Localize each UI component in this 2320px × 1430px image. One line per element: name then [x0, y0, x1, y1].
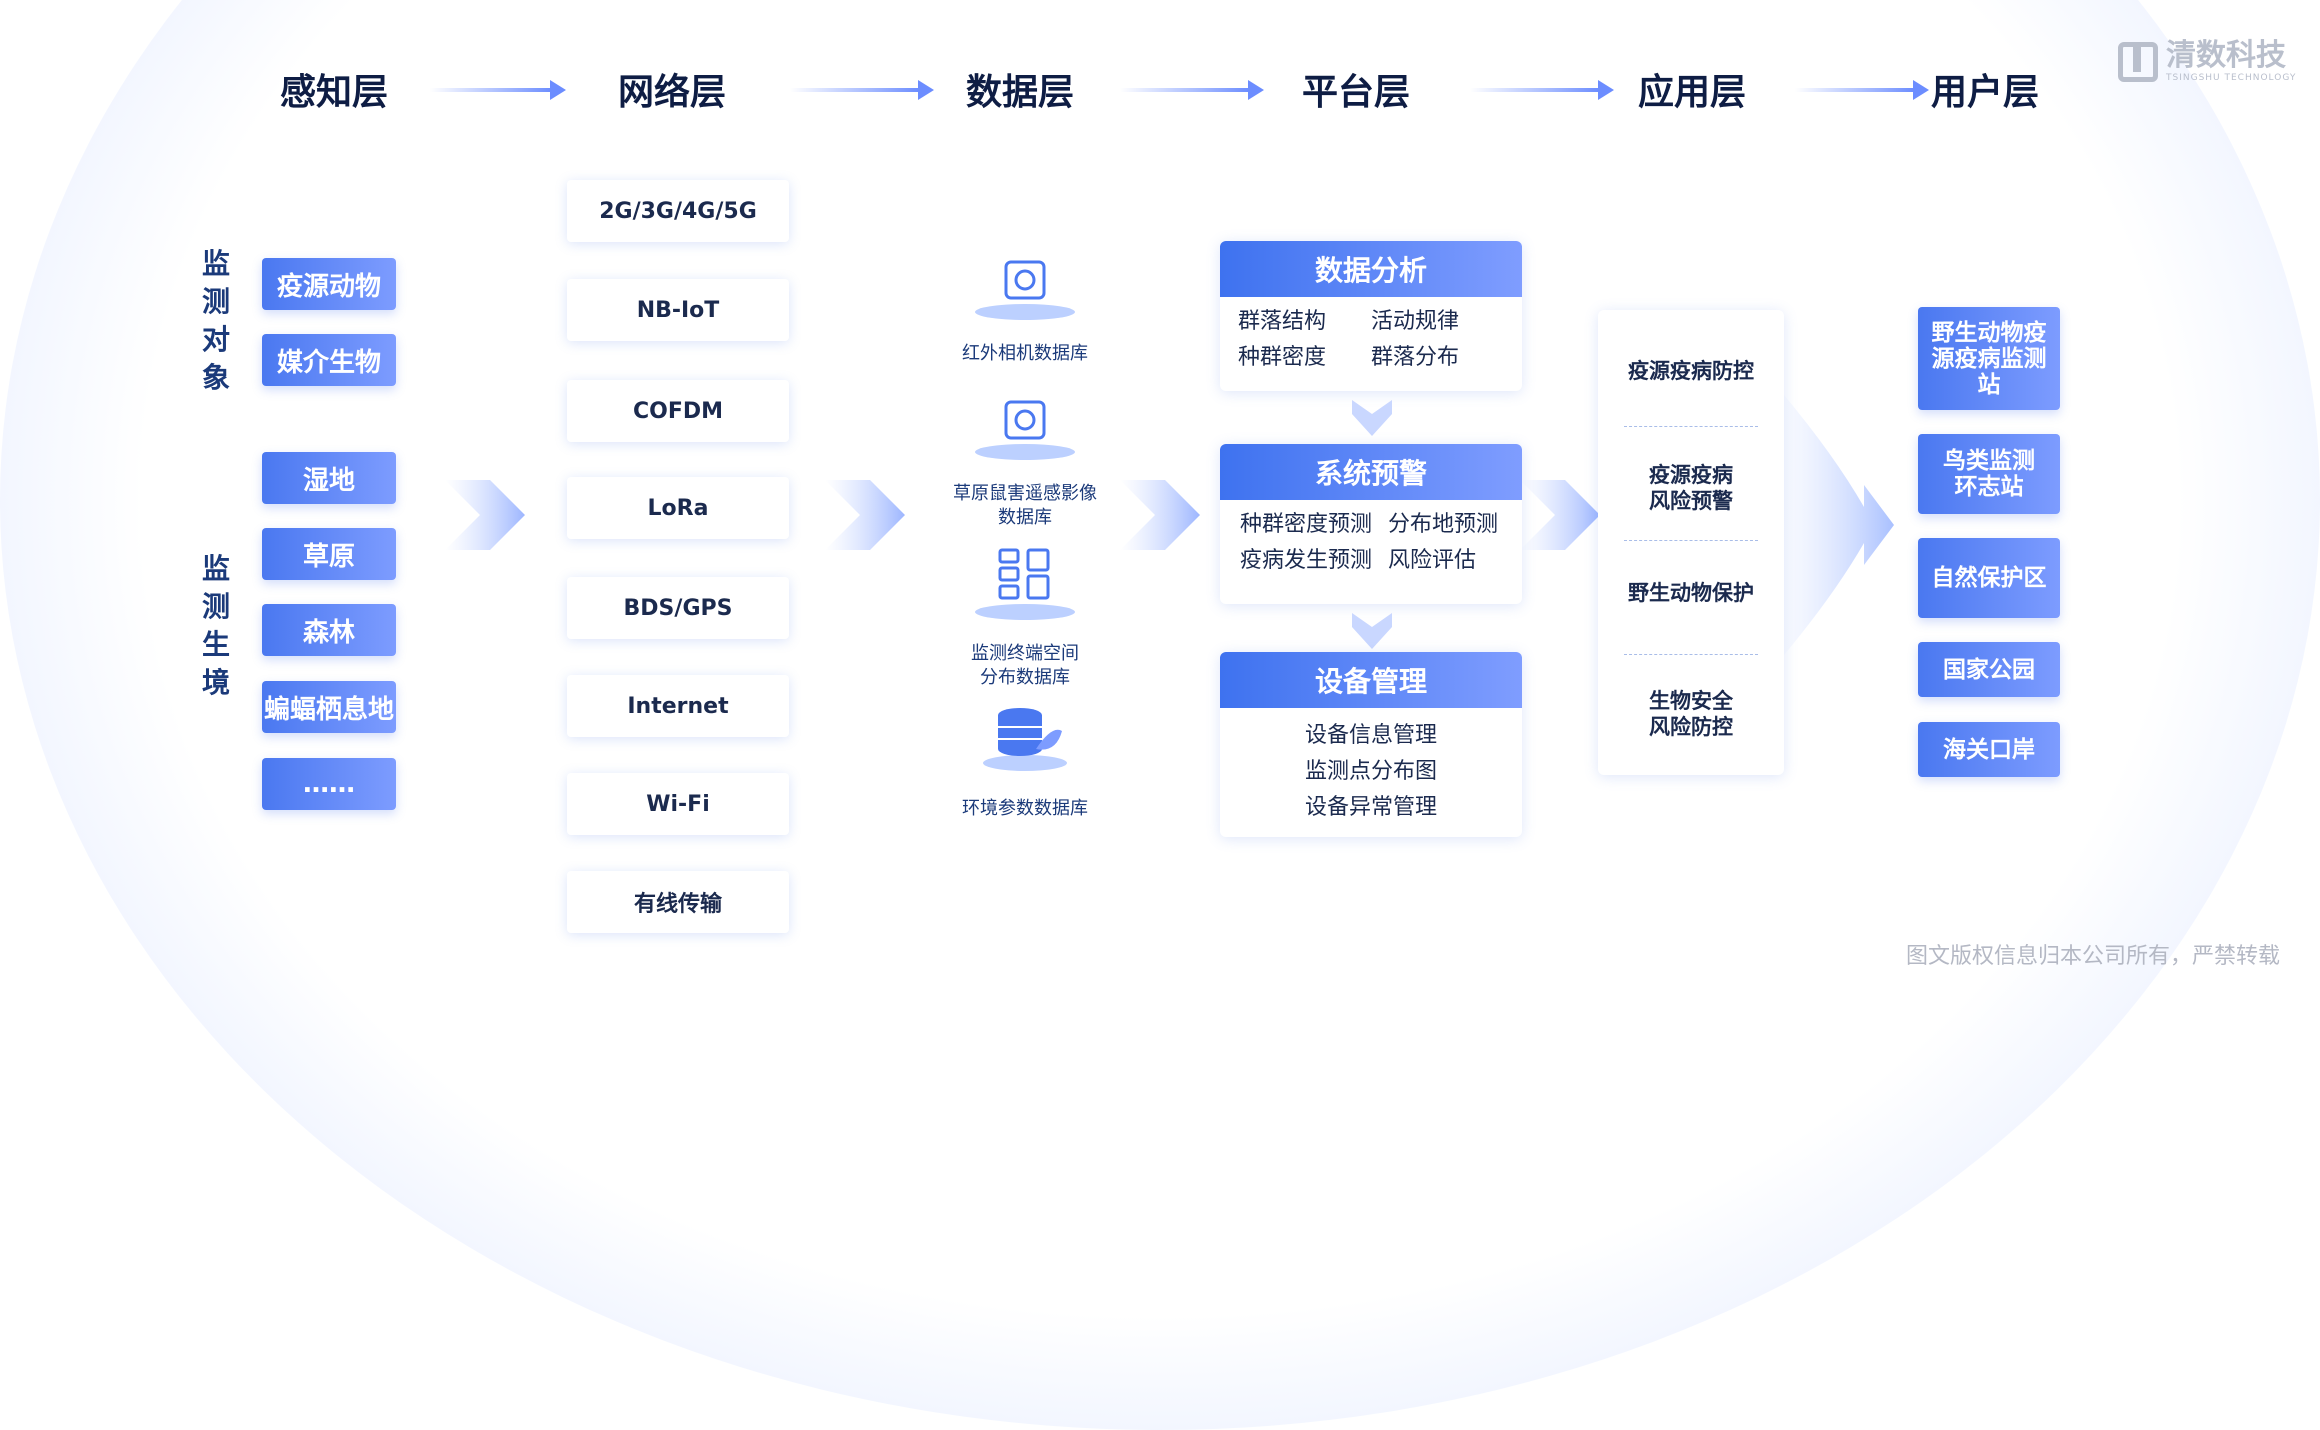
layer-title-application: 应用层 [1637, 72, 1746, 113]
arrow-right-icon [790, 80, 934, 100]
perception-item: 蝙蝠栖息地 [262, 681, 396, 733]
perception-item: 森林 [262, 604, 396, 656]
panel-item: 设备异常管理 [1304, 795, 1437, 820]
data-item-label: 草原鼠害遥感影像 数据库 [953, 483, 1097, 528]
perception-item: 湿地 [262, 452, 396, 504]
network-item: NB-IoT [567, 279, 789, 341]
chevron-right-icon [1120, 480, 1200, 550]
arrow-right-icon [1795, 80, 1929, 100]
panel-item: 种群密度预测 [1240, 512, 1373, 537]
panel-data-analysis: 数据分析 群落结构 活动规律 种群密度 群落分布 [1220, 241, 1522, 391]
application-item: 野生动物保护 [1628, 581, 1754, 605]
panel-item: 群落结构 [1238, 309, 1327, 334]
layer-title-data: 数据层 [965, 72, 1074, 113]
panel-item: 群落分布 [1371, 345, 1460, 370]
panel-title: 数据分析 [1220, 241, 1522, 297]
panel-item: 设备信息管理 [1304, 723, 1437, 748]
application-item: 生物安全 风险防控 [1649, 689, 1733, 739]
arrow-right-icon [1120, 80, 1264, 100]
data-item-label: 环境参数数据库 [962, 798, 1088, 819]
user-item: 国家公园 [1918, 642, 2060, 697]
database-leaf-icon [983, 708, 1067, 771]
data-item: 草原鼠害遥感影像 数据库 [940, 380, 1110, 530]
data-item-label: 红外相机数据库 [962, 343, 1088, 364]
user-item: 鸟类监测 环志站 [1918, 434, 2060, 514]
camera-icon [975, 400, 1075, 460]
arrow-down-icon [1352, 613, 1392, 649]
monitor-habitat-label: 监 测 生 境 [201, 552, 230, 699]
monitor-target-label: 监 测 对 象 [201, 247, 230, 394]
panel-title: 设备管理 [1220, 652, 1522, 708]
layer-title-perception: 感知层 [279, 72, 388, 113]
panel-item: 疫病发生预测 [1240, 548, 1373, 573]
grid-icon [975, 548, 1075, 620]
divider [1624, 540, 1758, 541]
data-item-label: 监测终端空间 分布数据库 [971, 643, 1079, 688]
copyright-notice: 图文版权信息归本公司所有，严禁转载 [1905, 944, 2280, 969]
network-item: COFDM [567, 380, 789, 442]
panel-item: 风险评估 [1388, 548, 1477, 573]
perception-item: …… [262, 758, 396, 810]
logo-subtitle: TSINGSHU TECHNOLOGY [2166, 73, 2297, 83]
network-item: LoRa [567, 477, 789, 539]
network-item: Wi-Fi [567, 773, 789, 835]
network-item: 2G/3G/4G/5G [567, 180, 789, 242]
arrow-right-icon [1470, 80, 1614, 100]
arrow-right-icon [430, 80, 566, 100]
application-item: 疫源疫病防控 [1628, 359, 1754, 383]
layer-title-user: 用户层 [1930, 72, 2039, 113]
chevron-right-icon [445, 480, 525, 550]
perception-item: 草原 [262, 528, 396, 580]
user-item: 野生动物疫 源疫病监测 站 [1918, 307, 2060, 410]
company-logo: 清数科技 TSINGSHU TECHNOLOGY [2118, 40, 2296, 84]
chevron-right-icon [1520, 480, 1600, 550]
divider [1624, 654, 1758, 655]
camera-icon [975, 260, 1075, 320]
network-item: Internet [567, 675, 789, 737]
panel-item: 监测点分布图 [1304, 759, 1437, 784]
panel-system-warning: 系统预警 种群密度预测 分布地预测 疫病发生预测 风险评估 [1220, 444, 1522, 604]
user-item: 海关口岸 [1918, 722, 2060, 777]
data-item: 监测终端空间 分布数据库 [940, 540, 1110, 690]
logo-name: 清数科技 [2166, 38, 2286, 73]
panel-title: 系统预警 [1220, 444, 1522, 500]
application-item: 疫源疫病 风险预警 [1649, 463, 1733, 513]
data-item: 环境参数数据库 [940, 695, 1110, 821]
network-item: 有线传输 [567, 871, 789, 933]
panel-item: 分布地预测 [1388, 512, 1499, 537]
chevron-right-icon [825, 480, 905, 550]
panel-item: 种群密度 [1238, 345, 1327, 370]
panel-device-management: 设备管理 设备信息管理 监测点分布图 设备异常管理 [1220, 652, 1522, 837]
perception-item: 疫源动物 [262, 258, 396, 310]
user-item: 自然保护区 [1918, 538, 2060, 618]
logo-mark-icon [2118, 42, 2158, 82]
application-box: 疫源疫病防控 疫源疫病 风险预警 野生动物保护 生物安全 风险防控 [1598, 310, 1784, 775]
network-item: BDS/GPS [567, 577, 789, 639]
layer-title-network: 网络层 [617, 72, 726, 113]
layer-title-platform: 平台层 [1301, 72, 1410, 113]
perception-item: 媒介生物 [262, 334, 396, 386]
arrow-down-icon [1352, 400, 1392, 436]
panel-item: 活动规律 [1371, 309, 1460, 334]
divider [1624, 426, 1758, 427]
data-item: 红外相机数据库 [940, 240, 1110, 366]
funnel-arrow-icon [1784, 395, 1894, 655]
